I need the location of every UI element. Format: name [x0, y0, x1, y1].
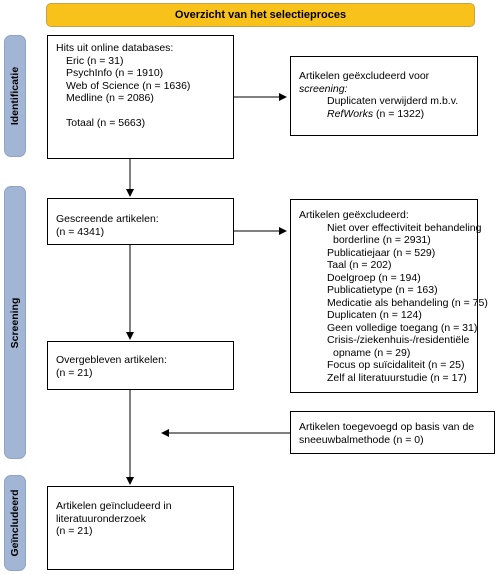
- hits-eric: Eric (n = 31): [66, 54, 124, 67]
- excluded-screening-item: Medicatie als behandeling (n = 75): [327, 296, 488, 309]
- box-added-snowball: Artikelen toegevoegd op basis van de sne…: [290, 411, 495, 454]
- excluded-id-title: Artikelen geëxcludeerd voor: [299, 70, 430, 82]
- included-subtitle: literatuuronderzoek: [56, 512, 146, 525]
- box-excluded-screening: Artikelen geëxcludeerd: Niet over effect…: [290, 199, 488, 393]
- excluded-screening-item: Zelf al literatuurstudie (n = 17): [327, 371, 467, 384]
- excluded-screening-item: Taal (n = 202): [327, 259, 392, 271]
- excluded-screening-item: Publicatiejaar (n = 529): [327, 246, 436, 259]
- hits-spacer: [56, 105, 225, 118]
- included-count: (n = 21): [56, 525, 93, 537]
- excluded-screening-item: opname (n = 29): [333, 346, 411, 359]
- excluded-screening-item: Focus op suïcidaliteit (n = 25): [327, 359, 465, 371]
- excluded-id-subtitle: screening:: [299, 82, 348, 95]
- box-included: Artikelen geïncludeerd in literatuuronde…: [47, 486, 234, 570]
- diagram-header: Overzicht van het selectieproces: [46, 3, 475, 27]
- remaining-title: Overgebleven artikelen:: [56, 354, 167, 366]
- added-count: sneeuwbalmethode (n = 0): [299, 433, 424, 446]
- hits-medline: Medline (n = 2086): [66, 92, 154, 104]
- included-title: Artikelen geïncludeerd in: [56, 500, 172, 512]
- excluded-screening-item: Doelgroep (n = 194): [327, 271, 421, 284]
- box-remaining: Overgebleven artikelen: (n = 21): [47, 341, 234, 390]
- box-database-hits: Hits uit online databases: Eric (n = 31)…: [47, 35, 234, 159]
- excluded-screening-item: Crisis-/ziekenhuis-/residentiële: [327, 334, 470, 346]
- hits-web-of-science: Web of Science (n = 1636): [66, 79, 191, 92]
- remaining-count: (n = 21): [56, 366, 93, 379]
- header-title: Overzicht van het selectieproces: [174, 9, 347, 21]
- box-screened: Gescreende artikelen: (n = 4341): [47, 198, 234, 245]
- excluded-id-count: RefWorks (n = 1322): [327, 107, 425, 120]
- screened-count: (n = 4341): [56, 225, 105, 238]
- excluded-screening-item: Geen volledige toegang (n = 31): [327, 321, 478, 334]
- added-title: Artikelen toegevoegd op basis van de: [299, 421, 475, 433]
- hits-title: Hits uit online databases:: [56, 42, 174, 54]
- box-excluded-identification: Artikelen geëxcludeerd voor screening: D…: [290, 56, 478, 136]
- excluded-screening-item: Publicatietype (n = 163): [327, 284, 438, 296]
- excluded-screening-item: Niet over effectiviteit behandeling: [327, 221, 482, 234]
- excluded-screening-title: Artikelen geëxcludeerd:: [299, 209, 409, 221]
- excluded-id-reason: Duplicaten verwijderd m.b.v.: [327, 95, 459, 107]
- phase-screening: Screening: [4, 186, 26, 459]
- excluded-screening-item: borderline (n = 2931): [333, 234, 431, 246]
- hits-total: Totaal (n = 5663): [66, 117, 146, 129]
- phase-included: Geïncludeerd: [4, 475, 26, 571]
- excluded-screening-item: Duplicaten (n = 124): [327, 309, 422, 321]
- screened-title: Gescreende artikelen:: [56, 213, 159, 225]
- phase-identification: Identificatie: [4, 35, 26, 157]
- hits-psychinfo: PsychInfo (n = 1910): [66, 67, 164, 79]
